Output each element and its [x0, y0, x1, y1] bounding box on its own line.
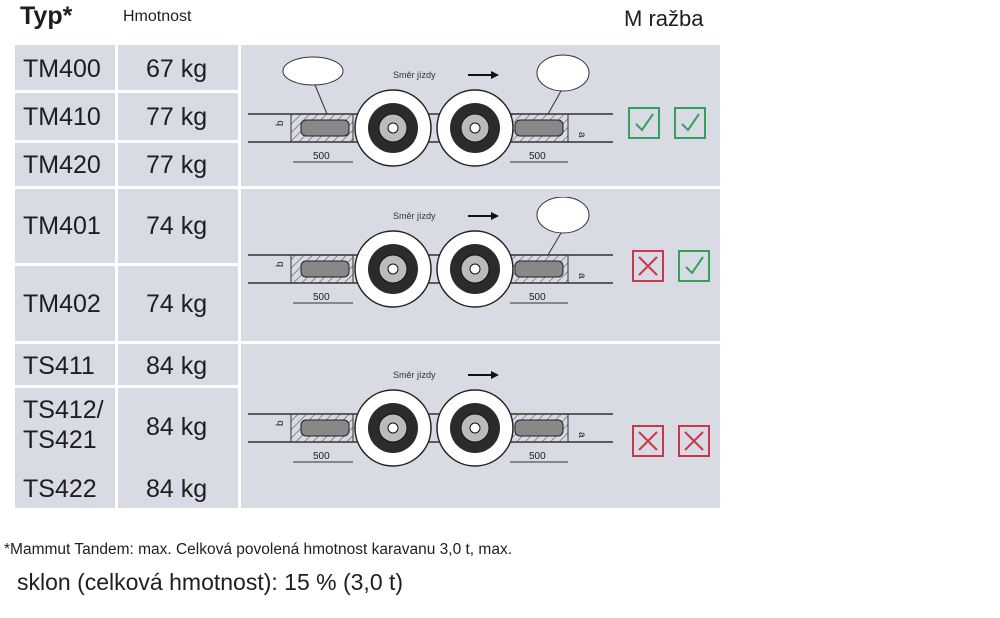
mounting-diagram: 500 500 b a Směr jízdy	[248, 197, 613, 308]
cross-glyph	[638, 256, 658, 276]
row-divider	[15, 90, 238, 93]
type-cell: TS422	[23, 475, 97, 503]
cross-icon	[678, 425, 710, 457]
type-cell: TM401	[23, 212, 101, 240]
label-a: a	[576, 273, 587, 279]
check-glyph	[681, 113, 700, 132]
motor-unit	[514, 119, 564, 137]
type-cell-line: TS421	[23, 426, 97, 454]
row-divider	[15, 385, 238, 388]
wheel-hub	[387, 263, 399, 275]
direction-arrow-head	[491, 212, 499, 220]
type-cell: TS411	[23, 352, 95, 380]
label-a: a	[576, 132, 587, 138]
label-a: a	[576, 432, 587, 438]
row-divider	[15, 263, 238, 266]
weight-cell: 84 kg	[146, 475, 208, 503]
detail-pointer	[547, 90, 562, 115]
type-cell: TS412/ TS421	[23, 395, 104, 455]
row-divider	[15, 140, 238, 143]
check-icon	[674, 107, 706, 139]
type-cell: TM402	[23, 290, 101, 318]
wheel-hub	[469, 422, 481, 434]
diagram-group: 500 500 b a Směr jízdy	[248, 197, 613, 308]
dimension-label: 500	[313, 292, 330, 303]
motor-unit	[514, 419, 564, 437]
wheel-hub	[387, 122, 399, 134]
dimension-label: 500	[313, 151, 330, 162]
weight-cell: 77 kg	[146, 151, 208, 179]
column-header-type: Typ*	[20, 2, 73, 30]
label-b: b	[275, 120, 286, 126]
column-header-weight: Hmotnost	[123, 8, 192, 25]
detail-pointer	[314, 84, 328, 115]
dimension-label: 500	[529, 292, 546, 303]
m-razba-marks	[628, 107, 706, 139]
wheel-hub	[387, 422, 399, 434]
product-table: TM400 67 kg TM410 77 kg TM420 77 kg TM40…	[15, 45, 720, 508]
footnote-line-1: *Mammut Tandem: max. Celková povolená hm…	[4, 541, 513, 558]
direction-label: Směr jízdy	[393, 370, 436, 380]
mounting-diagram: 500 500 b a Směr jízdy	[248, 54, 613, 167]
direction-arrow-head	[491, 371, 499, 379]
check-glyph	[635, 113, 654, 132]
direction-label: Směr jízdy	[393, 70, 436, 80]
column-divider	[238, 45, 241, 508]
weight-cell: 67 kg	[146, 55, 208, 83]
check-icon	[678, 250, 710, 282]
group-divider	[15, 186, 720, 189]
dimension-label: 500	[313, 451, 330, 462]
dimension-label: 500	[529, 151, 546, 162]
wheel-hub	[469, 263, 481, 275]
type-cell: TM420	[23, 151, 101, 179]
check-glyph	[685, 256, 704, 275]
cross-icon	[632, 425, 664, 457]
detail-pointer	[547, 232, 562, 256]
weight-cell: 84 kg	[146, 413, 208, 441]
footnote-line-2: sklon (celková hmotnost): 15 % (3,0 t)	[17, 569, 404, 595]
column-divider	[115, 45, 118, 508]
type-cell: TM400	[23, 55, 101, 83]
weight-cell: 74 kg	[146, 212, 208, 240]
wheel-hub	[469, 122, 481, 134]
direction-arrow-head	[491, 71, 499, 79]
detail-bubble	[282, 56, 344, 86]
diagram-group: 500 500 b a Směr jízdy	[248, 370, 613, 467]
mounting-diagram: 500 500 b a Směr jízdy	[248, 370, 613, 467]
weight-cell: 84 kg	[146, 352, 208, 380]
cross-icon	[632, 250, 664, 282]
direction-label: Směr jízdy	[393, 211, 436, 221]
weight-cell: 77 kg	[146, 103, 208, 131]
dimension-label: 500	[529, 451, 546, 462]
motor-unit	[300, 260, 350, 278]
label-b: b	[275, 261, 286, 267]
weight-cell: 74 kg	[146, 290, 208, 318]
detail-bubble	[536, 197, 590, 234]
check-icon	[628, 107, 660, 139]
cross-glyph	[684, 431, 704, 451]
label-b: b	[275, 420, 286, 426]
column-header-m-razba: M ražba	[624, 6, 704, 31]
group-divider	[15, 341, 720, 344]
m-razba-marks	[632, 250, 710, 282]
motor-unit	[300, 119, 350, 137]
type-cell-line: TS412/	[23, 396, 104, 424]
motor-unit	[514, 260, 564, 278]
type-cell: TM410	[23, 103, 101, 131]
motor-unit	[300, 419, 350, 437]
cross-glyph	[638, 431, 658, 451]
m-razba-marks	[632, 425, 710, 457]
detail-bubble	[536, 54, 590, 92]
diagram-group: 500 500 b a Směr jízdy	[248, 54, 613, 167]
